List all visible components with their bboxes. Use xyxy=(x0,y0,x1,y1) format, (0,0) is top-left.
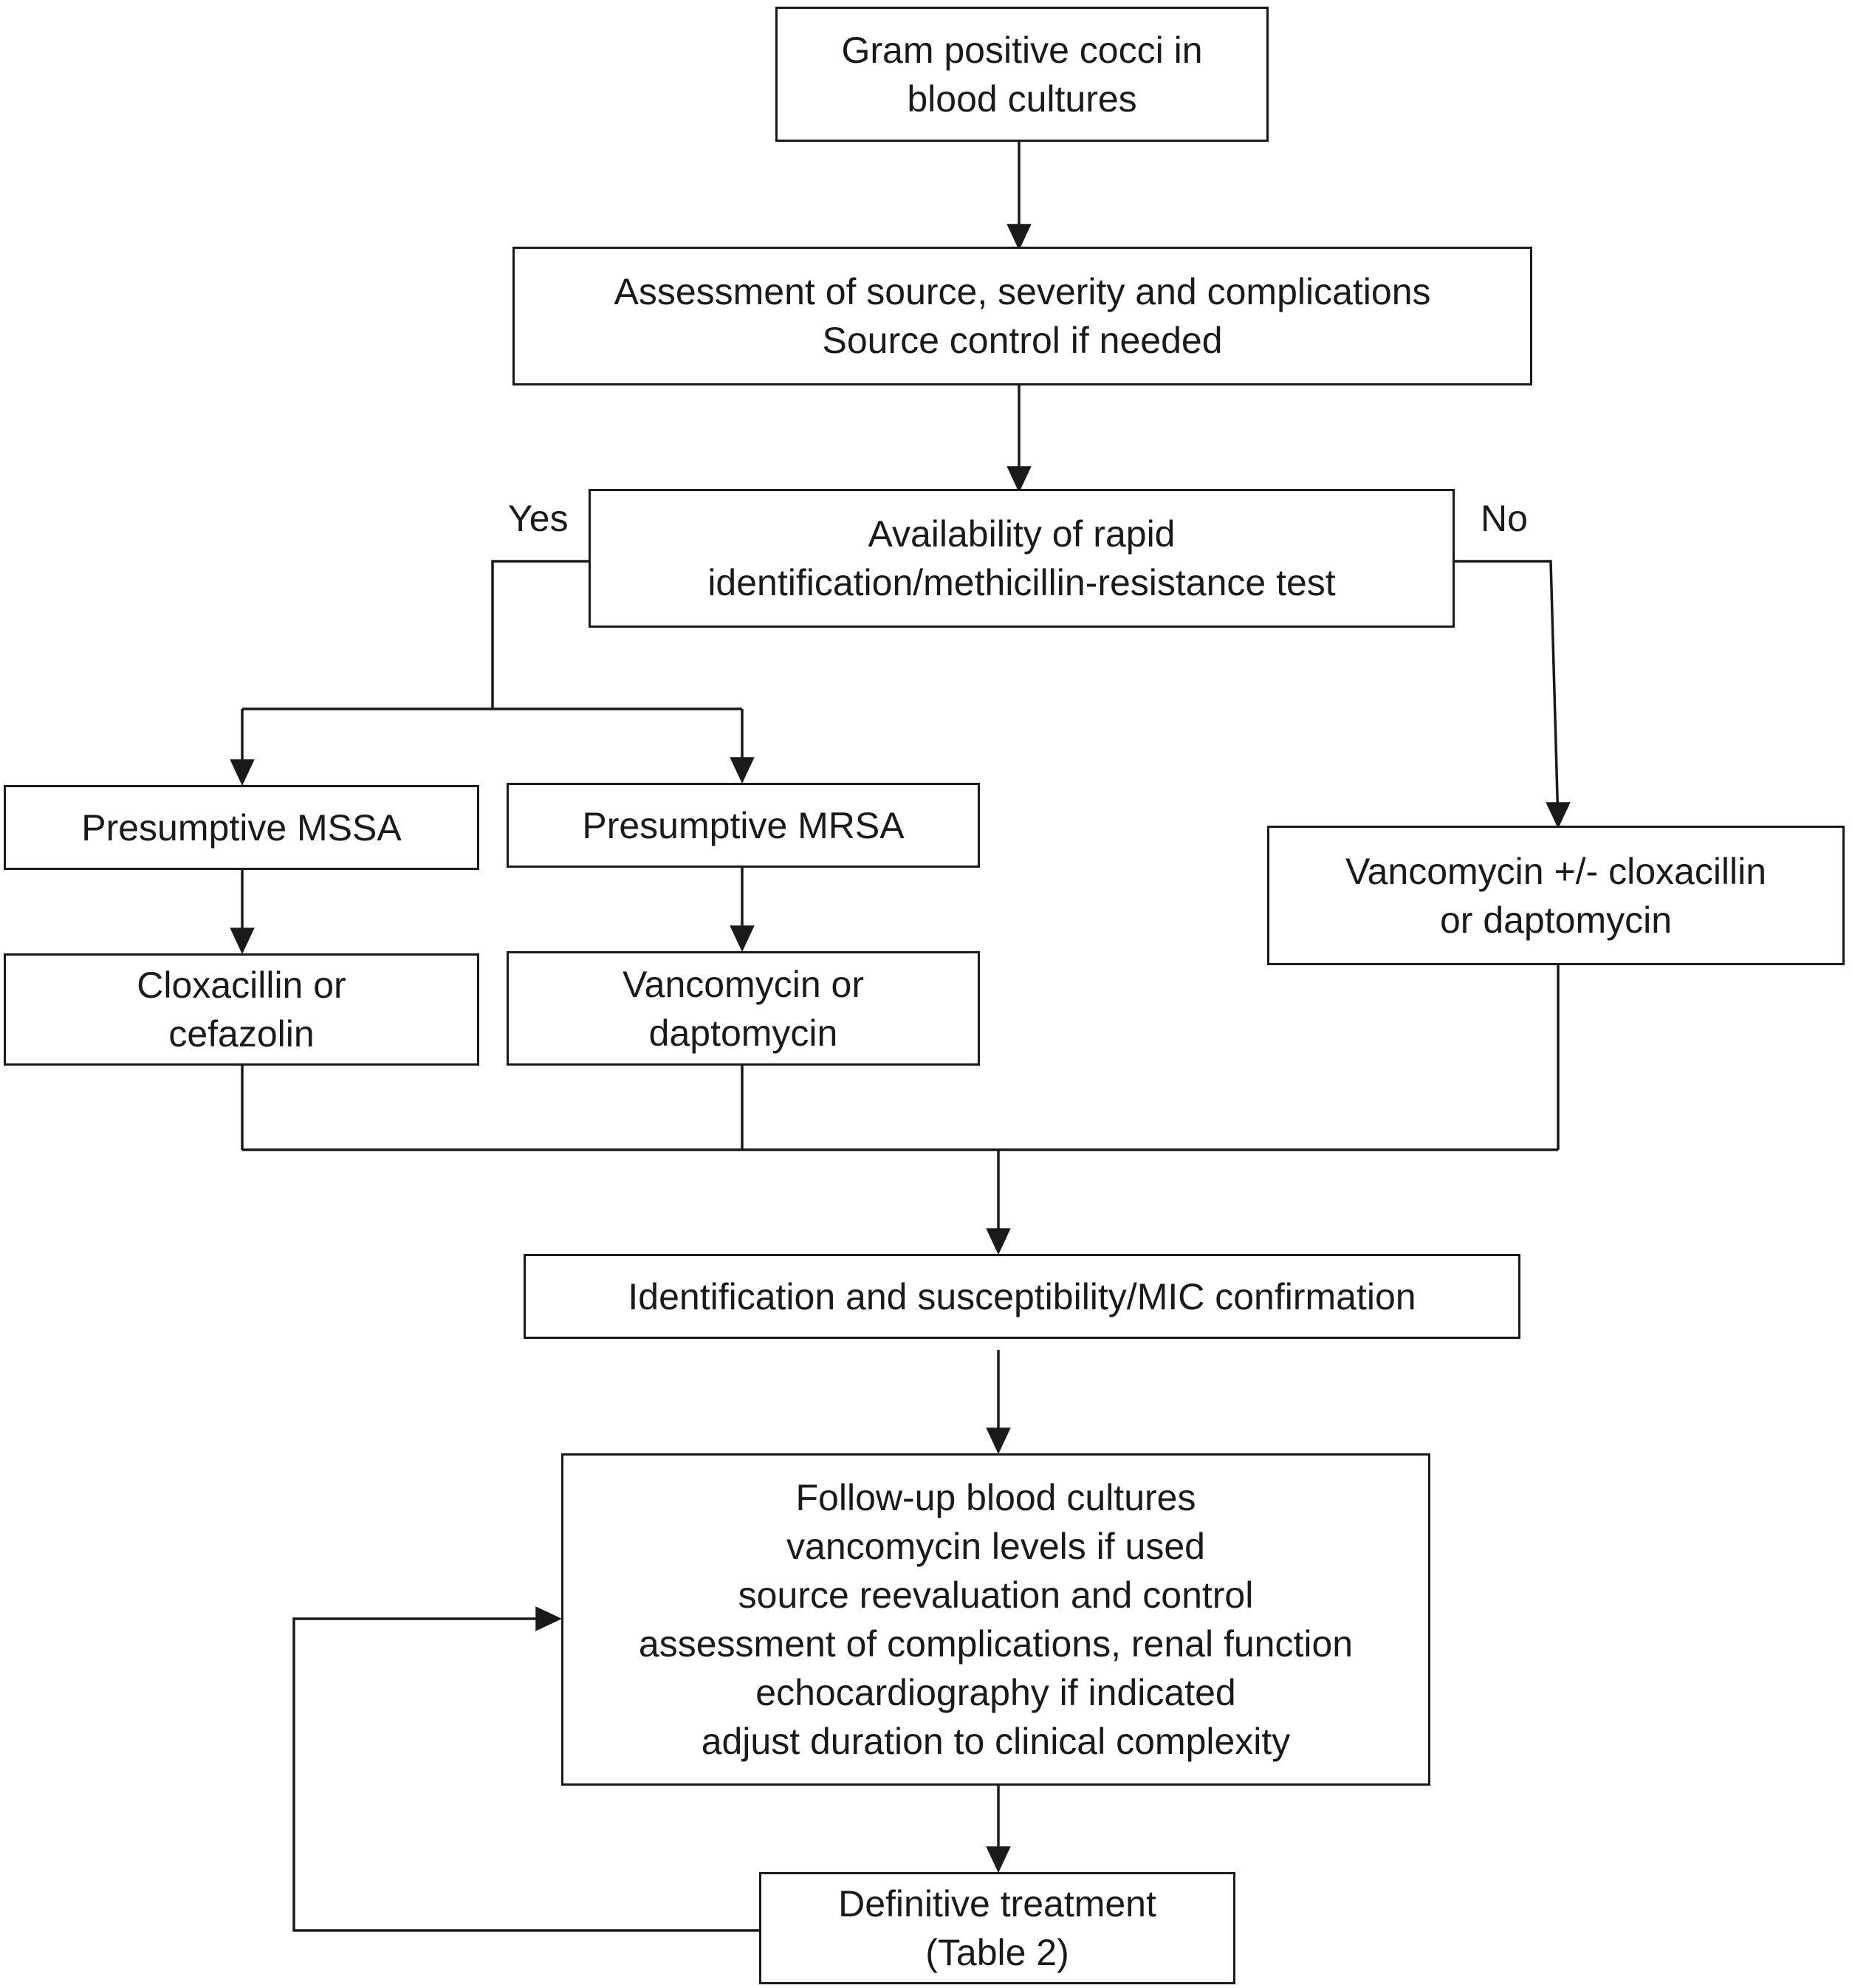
arrowhead-empiric xyxy=(1546,802,1571,829)
mssa-label: Presumptive MSSA xyxy=(81,806,402,849)
line-no-branch xyxy=(1455,560,1560,824)
follow-up-box: Follow-up blood cultures vancomycin leve… xyxy=(561,1453,1430,1786)
mssa-treatment-line-2: cefazolin xyxy=(168,1013,315,1055)
line-feedback-loop xyxy=(292,1617,759,1932)
yes-label: Yes xyxy=(508,498,569,539)
confirmation-label: Identification and susceptibility/MIC co… xyxy=(628,1275,1416,1317)
rapid-test-box: Availability of rapid identification/met… xyxy=(589,489,1455,628)
mrsa-box: Presumptive MRSA xyxy=(507,783,980,868)
arrowhead-confirmation xyxy=(986,1228,1011,1255)
arrowhead-mrsa-treatment xyxy=(730,925,755,953)
empiric-treatment-line-1: Vancomycin +/- cloxacillin xyxy=(1345,850,1767,892)
definitive-line-2: (Table 2) xyxy=(925,1932,1069,1973)
no-label: No xyxy=(1481,498,1528,539)
mrsa-label: Presumptive MRSA xyxy=(582,804,905,846)
arrowhead-rapid-test xyxy=(1006,466,1032,493)
mrsa-treatment-line-2: daptomycin xyxy=(648,1012,838,1054)
rapid-test-line-2: identification/methicillin-resistance te… xyxy=(707,562,1336,603)
mssa-treatment-box: Cloxacillin or cefazolin xyxy=(4,953,479,1066)
mrsa-treatment-line-1: Vancomycin or xyxy=(623,963,864,1005)
follow-up-line-5: echocardiography if indicated xyxy=(755,1672,1236,1713)
empiric-treatment-line-2: or daptomycin xyxy=(1439,899,1673,941)
start-line-1: Gram positive cocci in xyxy=(841,29,1203,71)
start-line-2: blood cultures xyxy=(907,78,1137,120)
arrowhead-feedback xyxy=(535,1606,563,1631)
arrowhead-definitive xyxy=(986,1846,1011,1874)
arrowhead-assessment xyxy=(1006,224,1032,251)
start-box: Gram positive cocci in blood cultures xyxy=(775,7,1269,142)
follow-up-line-4: assessment of complications, renal funct… xyxy=(638,1623,1354,1665)
rapid-test-line-1: Availability of rapid xyxy=(868,513,1176,555)
definitive-treatment-box: Definitive treatment (Table 2) xyxy=(759,1872,1235,1984)
arrowhead-follow-up xyxy=(986,1427,1011,1455)
arrowhead-mssa-treatment xyxy=(230,928,255,955)
assessment-line-1: Assessment of source, severity and compl… xyxy=(614,271,1431,312)
assessment-box: Assessment of source, severity and compl… xyxy=(512,247,1532,385)
follow-up-line-6: adjust duration to clinical complexity xyxy=(701,1721,1291,1762)
follow-up-line-3: source reevaluation and control xyxy=(738,1574,1254,1616)
arrowhead-mrsa xyxy=(730,757,755,784)
follow-up-line-2: vancomycin levels if used xyxy=(786,1526,1205,1567)
empiric-treatment-box: Vancomycin +/- cloxacillin or daptomycin xyxy=(1267,826,1845,965)
line-yes-branch xyxy=(491,560,589,709)
arrowhead-mssa xyxy=(230,759,255,786)
follow-up-line-1: Follow-up blood cultures xyxy=(795,1477,1196,1518)
mssa-treatment-line-1: Cloxacillin or xyxy=(137,964,346,1006)
mrsa-treatment-box: Vancomycin or daptomycin xyxy=(507,951,980,1066)
mssa-box: Presumptive MSSA xyxy=(4,785,479,870)
definitive-line-1: Definitive treatment xyxy=(838,1883,1156,1924)
confirmation-box: Identification and susceptibility/MIC co… xyxy=(524,1254,1520,1339)
assessment-line-2: Source control if needed xyxy=(822,320,1223,361)
